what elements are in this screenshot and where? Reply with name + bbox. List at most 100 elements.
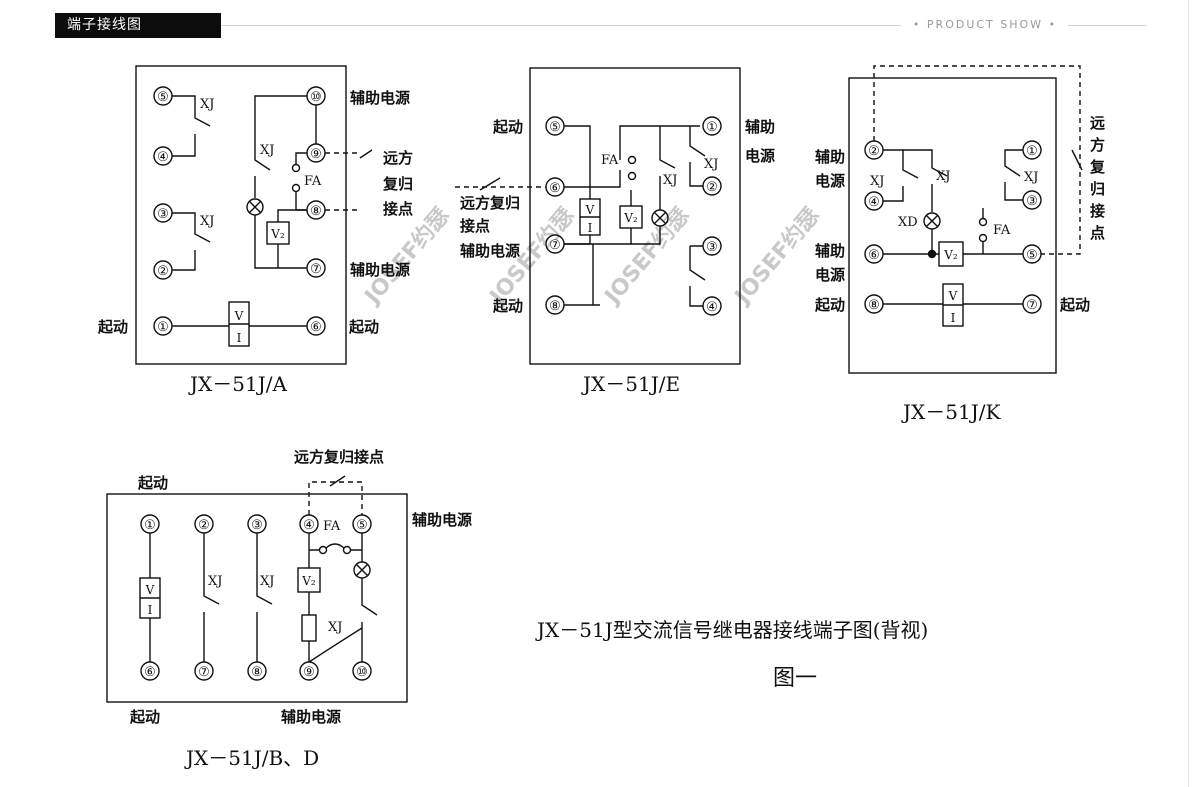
terminal-label: ② bbox=[157, 264, 169, 279]
lamp-cross bbox=[925, 214, 939, 228]
aux-power-label: 辅助电源 bbox=[412, 511, 472, 529]
diagram-jx51j-k: ② ④ ⑥ ⑧ ① ③ ⑤ ⑦ V I V₂ XJ XJ XJ bbox=[814, 65, 1106, 424]
fa-switch bbox=[309, 543, 362, 551]
terminal-label: ② bbox=[198, 518, 210, 533]
vi-label: I bbox=[951, 311, 956, 325]
terminal-label: ⑦ bbox=[1026, 298, 1038, 313]
terminal-label: ⑧ bbox=[868, 298, 880, 313]
xj-label: XJ bbox=[704, 157, 718, 172]
wire bbox=[254, 215, 307, 269]
fa-label: FA bbox=[993, 223, 1011, 238]
aux-power-label: 电源 bbox=[745, 147, 775, 165]
diagram-caption: JX－51J/A bbox=[188, 372, 287, 396]
xj-label: XJ bbox=[328, 620, 342, 635]
terminal-label: ⑩ bbox=[356, 665, 368, 680]
remote-reset-label: 点 bbox=[1090, 224, 1105, 242]
xj-contact bbox=[883, 149, 919, 202]
diagram-k-frame bbox=[848, 77, 1057, 374]
xj-contact bbox=[256, 533, 273, 662]
start-label: 起动 bbox=[1059, 296, 1090, 314]
v2-label: V₂ bbox=[301, 574, 316, 588]
vi-label: I bbox=[148, 603, 153, 617]
product-show-label: • PRODUCT SHOW • bbox=[912, 18, 1058, 31]
terminal-label: ⑥ bbox=[549, 181, 561, 196]
xj-label: XJ bbox=[870, 174, 884, 189]
terminal-label: ① bbox=[1026, 144, 1038, 159]
fa-contact bbox=[291, 183, 301, 193]
figure-title: JX－51J型交流信号继电器接线端子图(背视) bbox=[535, 618, 928, 642]
remote-reset-label: 归 bbox=[1090, 180, 1105, 198]
terminal-label: ⑤ bbox=[549, 120, 561, 135]
terminal-label: ③ bbox=[706, 240, 718, 255]
fa-contact bbox=[291, 163, 301, 173]
remote-reset-label: 接 bbox=[1090, 202, 1105, 220]
vi-label: V bbox=[948, 289, 958, 303]
terminal-label: ⑧ bbox=[251, 665, 263, 680]
vi-label: I bbox=[588, 221, 593, 235]
fa-contact bbox=[627, 155, 637, 165]
fa-contact bbox=[978, 217, 988, 227]
xj-contact bbox=[903, 149, 948, 212]
terminal-label: ④ bbox=[157, 150, 169, 165]
terminal-label: ② bbox=[706, 180, 718, 195]
diagram-caption: JX－51J/B、D bbox=[184, 746, 319, 770]
aux-power-label: 辅助电源 bbox=[460, 242, 520, 260]
fa-contact bbox=[342, 545, 352, 555]
header-divider-right bbox=[1068, 25, 1146, 26]
remote-reset-label: 远方复归接点 bbox=[294, 448, 384, 466]
xj-label: XJ bbox=[663, 173, 677, 188]
terminal-label: ③ bbox=[157, 207, 169, 222]
terminal-label: ⑥ bbox=[144, 665, 156, 680]
v2-label: V₂ bbox=[623, 211, 638, 225]
terminal-label: ⑦ bbox=[310, 262, 322, 277]
terminal-1 bbox=[702, 116, 722, 136]
remote-reset-dashed bbox=[325, 152, 360, 211]
vi-label: V bbox=[145, 583, 155, 597]
watermark-4: JOSEF约瑟 bbox=[728, 203, 824, 311]
xj-contact bbox=[203, 533, 220, 662]
diagram-e-frame bbox=[529, 67, 741, 365]
xj-label: XJ bbox=[260, 574, 274, 589]
product-show-text: PRODUCT SHOW bbox=[926, 18, 1044, 31]
terminal-label: ⑧ bbox=[549, 299, 561, 314]
start-label: 起动 bbox=[97, 318, 128, 336]
lamp-cross bbox=[653, 211, 667, 225]
start-label: 起动 bbox=[137, 474, 168, 492]
start-label: 起动 bbox=[348, 318, 379, 336]
terminal-label: ③ bbox=[1026, 194, 1038, 209]
xj-contact bbox=[172, 95, 211, 157]
aux-power-label: 电源 bbox=[815, 172, 845, 190]
figure-number: 图一 bbox=[773, 666, 817, 691]
xj-label: XJ bbox=[200, 97, 214, 112]
terminal-label: ⑤ bbox=[1026, 248, 1038, 263]
terminal-label: ⑨ bbox=[310, 147, 322, 162]
terminal-label: ③ bbox=[251, 518, 263, 533]
xj-contact bbox=[689, 245, 706, 307]
watermark-group: JOSEF约瑟 JOSEF约瑟 JOSEF约瑟 JOSEF约瑟 bbox=[358, 203, 824, 311]
remote-reset-label: 远方复归 bbox=[460, 194, 520, 212]
terminal-label: ⑨ bbox=[303, 665, 315, 680]
fa-contact bbox=[318, 545, 328, 555]
terminal-label: ① bbox=[144, 518, 156, 533]
figure-caption-group: JX－51J型交流信号继电器接线端子图(背视) 图一 bbox=[535, 618, 928, 691]
terminal-label: ⑦ bbox=[549, 238, 561, 253]
diagram-jx51j-a: ⑤ ④ ③ ② ① ⑩ ⑨ ⑧ ⑦ ⑥ V bbox=[97, 65, 413, 396]
start-label: 起动 bbox=[492, 297, 523, 315]
wire bbox=[883, 303, 1023, 306]
terminal-label: ① bbox=[157, 320, 169, 335]
terminal-label: ⑦ bbox=[198, 665, 210, 680]
vi-label: V bbox=[234, 309, 244, 323]
watermark-1: JOSEF约瑟 bbox=[358, 203, 454, 311]
aux-power-label: 电源 bbox=[815, 266, 845, 284]
diagram-jx51j-e: ⑤ ⑥ ⑦ ⑧ ① ② ③ ④ V I V₂ FA XJ XJ 起动 bbox=[455, 67, 775, 396]
diagram-a-frame bbox=[135, 65, 347, 365]
start-label: 起动 bbox=[814, 296, 845, 314]
wire bbox=[140, 533, 160, 662]
vi-label: I bbox=[237, 331, 242, 345]
xj-label: XJ bbox=[260, 143, 274, 158]
section-title-tab: 端子接线图 bbox=[55, 13, 221, 38]
terminal-label: ⑤ bbox=[356, 518, 368, 533]
aux-power-label: 辅助 bbox=[815, 242, 845, 260]
resistor-element bbox=[301, 614, 317, 642]
